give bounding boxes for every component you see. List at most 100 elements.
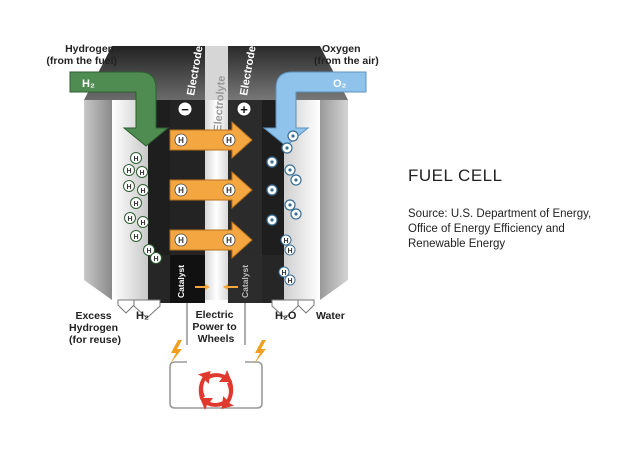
- electric-power-line-2: Power to: [192, 321, 236, 333]
- circuit-wire: [169, 303, 263, 409]
- water-outlet-arrow: [271, 299, 315, 319]
- hydrogen-atom: H: [124, 212, 136, 224]
- h-atom-label: H: [140, 220, 145, 227]
- plus-sign: +: [240, 102, 248, 117]
- water-molecule: H: [280, 234, 292, 246]
- h-atom-label: H: [226, 236, 232, 245]
- electrolyte-top: [205, 46, 228, 100]
- h-atom-label: H: [133, 156, 138, 163]
- electric-power-label: Electric Power to Wheels: [192, 309, 239, 345]
- water-molecule: H: [284, 244, 296, 256]
- water-molecule: H: [278, 266, 290, 278]
- h2-inlet-label: H₂: [82, 78, 95, 90]
- minus-sign: −: [181, 102, 189, 117]
- source-line-2: Office of Energy Efficiency and: [408, 223, 565, 235]
- oxygen-label-line-1: Oxygen: [322, 43, 361, 55]
- cathode-outer-wall: [320, 100, 348, 300]
- h-atom-label: H: [133, 234, 138, 241]
- proton-h-atom: H: [174, 183, 188, 197]
- oxygen-atom: [284, 199, 296, 211]
- proton-h-atom: H: [222, 133, 236, 147]
- h2o-outlet-label: H₂O: [275, 310, 297, 322]
- hydrogen-atom: H: [130, 152, 142, 164]
- h-atom-label: H: [283, 238, 288, 245]
- h-atom-label: H: [139, 170, 144, 177]
- h-atom-label: H: [126, 168, 131, 175]
- excess-hydrogen-line-2: Hydrogen: [69, 322, 118, 334]
- hydrogen-atom: H: [136, 166, 148, 178]
- h-atom-label: H: [226, 186, 232, 195]
- lightning-bolt-icon: [170, 340, 182, 364]
- oxygen-atom: [290, 208, 302, 220]
- positive-terminal: +: [236, 101, 252, 117]
- water-molecule: H: [284, 274, 296, 286]
- h-atom-label: H: [146, 248, 151, 255]
- source-line-3: Renewable Energy: [408, 238, 506, 250]
- hydrogen-atom: H: [143, 244, 155, 256]
- oxygen-atom: [287, 130, 299, 142]
- catalyst-right-label: Catalyst: [240, 265, 250, 298]
- electron-flow-arrows: [195, 284, 238, 290]
- hydrogen-atom: H: [123, 164, 135, 176]
- circular-arrows-icon: [198, 370, 234, 410]
- oxygen-label: Oxygen (from the air): [314, 43, 379, 67]
- hydrogen-outlet-arrow: [117, 299, 161, 319]
- oxygen-atom: [284, 164, 296, 176]
- excess-hydrogen-line-3: (for reuse): [69, 334, 121, 346]
- oxygen-atom: [266, 214, 278, 226]
- cathode-bottom: [228, 255, 262, 303]
- hydrogen-atom: H: [150, 252, 162, 264]
- hydrogen-atom: H: [130, 230, 142, 242]
- negative-terminal: −: [177, 101, 193, 117]
- h-atom-label: H: [140, 188, 145, 195]
- proton-h-atom: H: [222, 233, 236, 247]
- h-atom-label: H: [287, 278, 292, 285]
- excess-hydrogen-line-1: Excess: [75, 310, 111, 322]
- proton-h-atom: H: [222, 183, 236, 197]
- catalyst-left-label: Catalyst: [176, 265, 186, 298]
- h-atom-label: H: [178, 136, 184, 145]
- h-atom-label: H: [126, 184, 131, 191]
- hydrogen-label: Hydrogen (from the fuel): [46, 43, 117, 67]
- h-atom-label: H: [287, 248, 292, 255]
- source-line-1: Source: U.S. Department of Energy,: [408, 208, 592, 220]
- hydrogen-label-line-1: Hydrogen: [65, 43, 114, 55]
- h2-outlet-label: H₂: [136, 310, 149, 322]
- oxygen-atom: [290, 174, 302, 186]
- water-label: Water: [316, 310, 345, 322]
- oxygen-inlet-arrow: O₂: [262, 71, 367, 147]
- h-atom-label: H: [133, 201, 138, 208]
- excess-hydrogen-label: Excess Hydrogen (for reuse): [69, 310, 121, 346]
- h-atom-label: H: [153, 256, 158, 263]
- hydrogen-atom: H: [137, 216, 149, 228]
- anode-bottom: [170, 255, 205, 303]
- hydrogen-atom: H: [123, 180, 135, 192]
- hydrogen-inlet-arrow: H₂: [69, 71, 170, 147]
- proton-h-atom: H: [174, 233, 188, 247]
- o2-inlet-label: O₂: [333, 78, 347, 90]
- oxygen-atom: [281, 142, 293, 154]
- electrolyte-label: Electrolyte: [212, 75, 228, 132]
- lightning-bolt-icon: [254, 340, 266, 364]
- oxygen-atom: [266, 184, 278, 196]
- diagram-title: FUEL CELL: [408, 166, 503, 185]
- hydrogen-label-line-2: (from the fuel): [46, 55, 117, 67]
- electric-power-line-3: Wheels: [198, 333, 235, 345]
- oxygen-atom: [266, 156, 278, 168]
- oxygen-label-line-2: (from the air): [314, 55, 379, 67]
- electric-power-line-1: Electric: [196, 309, 234, 321]
- h-atom-label: H: [178, 186, 184, 195]
- h-atom-label: H: [281, 270, 286, 277]
- hydrogen-atom: H: [137, 184, 149, 196]
- source-caption: Source: U.S. Department of Energy, Offic…: [408, 207, 618, 252]
- proton-h-atom: H: [174, 133, 188, 147]
- hydrogen-atom: H: [130, 197, 142, 209]
- h-atom-label: H: [226, 136, 232, 145]
- h-atom-label: H: [127, 216, 132, 223]
